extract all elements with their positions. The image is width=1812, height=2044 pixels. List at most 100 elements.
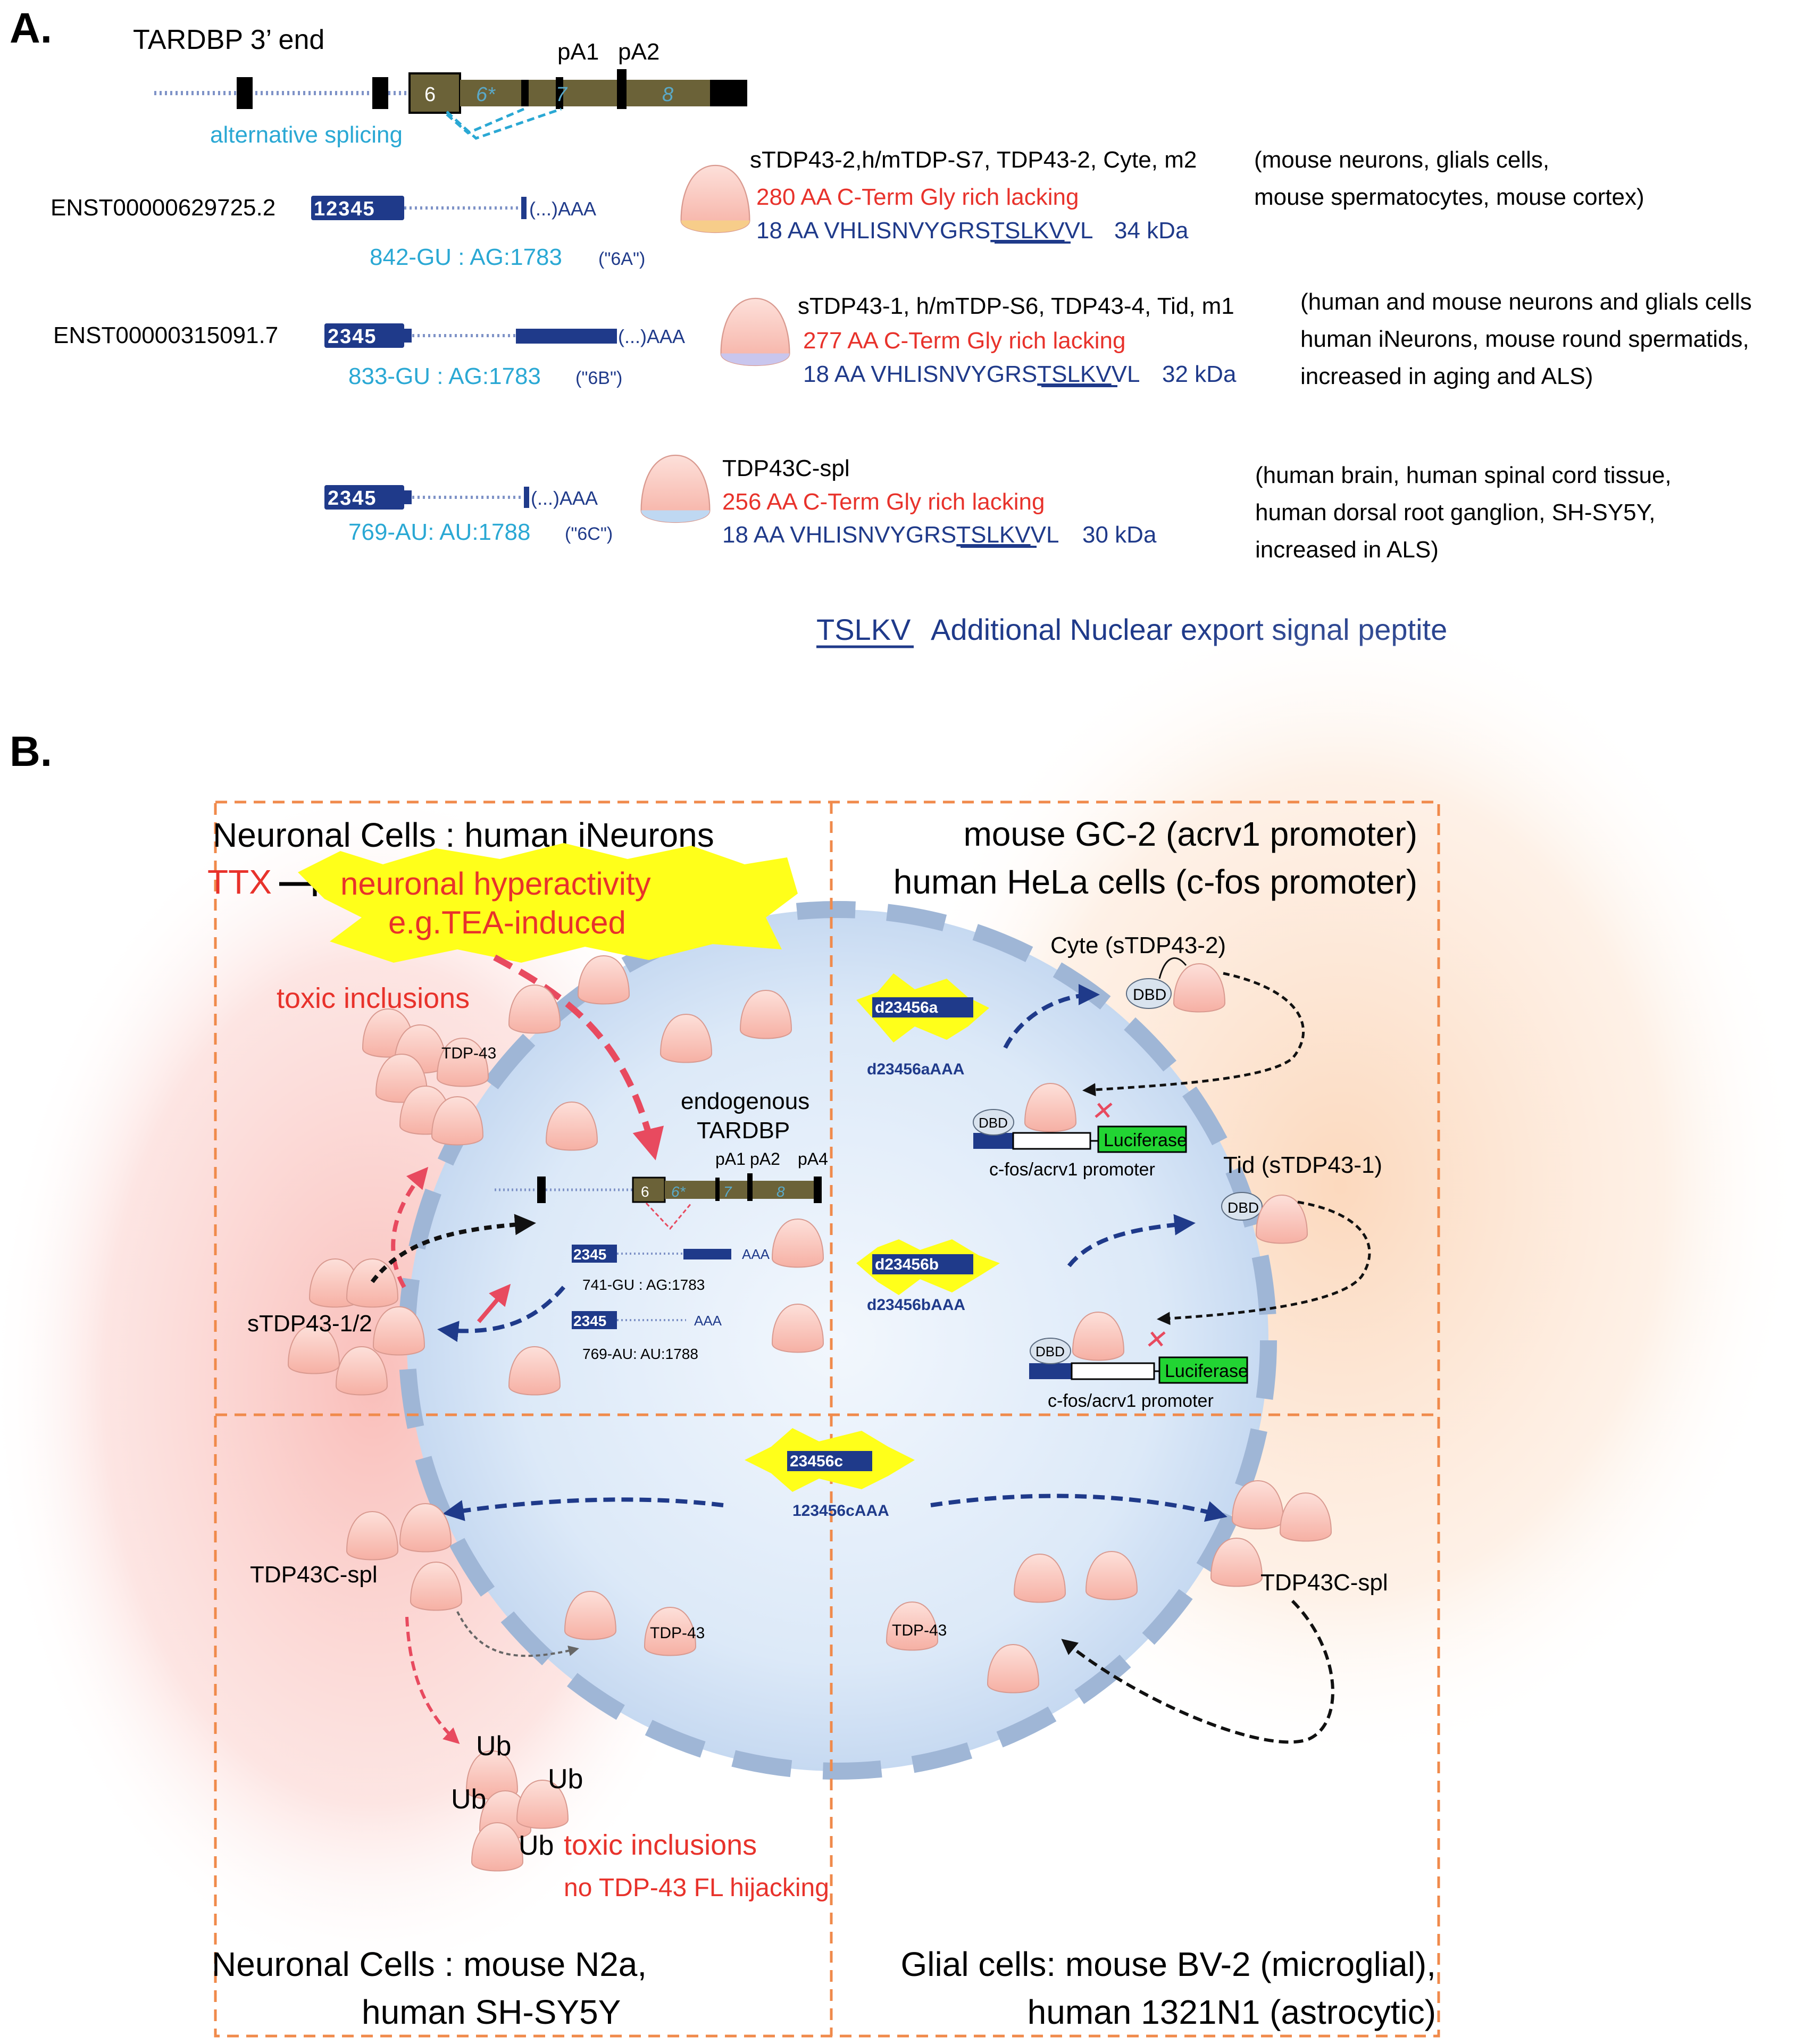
c-term-note: 280 AA C-Term Gly rich lacking (756, 184, 1079, 210)
transport-arrow-right (930, 1494, 1228, 1522)
exon-numbers: 2345 (328, 487, 377, 510)
expression-line: human iNeurons, mouse round spermatids, (1300, 326, 1749, 352)
exon8-label: 8 (662, 84, 673, 106)
exon-utr (516, 329, 617, 344)
transcript-3: 2345 (...)AAA 769-AU: AU:1788 ("6C") TDP… (324, 454, 1672, 563)
q3-title-1: Neuronal Cells : mouse N2a, (212, 1945, 647, 1983)
isoform-names: TDP43C-spl (722, 455, 850, 481)
dbd-domain (1030, 1338, 1071, 1364)
exon6star-label: 6* (671, 1183, 686, 1200)
isoform-names: sTDP43-2,h/mTDP-S7, TDP43-2, Cyte, m2 (750, 147, 1197, 173)
expression-line: (human brain, human spinal cord tissue, (1255, 462, 1672, 488)
peptide-seq: 18 AA VHLISNVYGRSTSLKVVL (756, 218, 1093, 244)
molecular-weight: 34 kDa (1114, 218, 1189, 244)
quadrant-glia: TDP43C-spl TDP-43 Glial cells: mouse BV-… (886, 1480, 1436, 2031)
promoter-label: c-fos/acrv1 promoter (1048, 1391, 1214, 1411)
polya-tail: (...)AAA (531, 487, 598, 509)
tdp43-label: TDP-43 (441, 1045, 496, 1062)
translation-arrow (1003, 984, 1100, 1049)
exon6-label: 6 (641, 1183, 649, 1200)
expression-line: mouse spermatocytes, mouse cortex) (1254, 184, 1644, 210)
polya-tail: (...)AAA (618, 326, 685, 347)
q1-title: Neuronal Cells : human iNeurons (213, 816, 714, 854)
splice-tag: ("6B") (575, 368, 622, 388)
transport-arrow-left (442, 1497, 724, 1521)
expression-line: (human and mouse neurons and glials cell… (1300, 289, 1752, 315)
exon-box (324, 323, 404, 348)
dbd-label: DBD (1133, 986, 1166, 1004)
exon-box (311, 196, 404, 220)
splice-site: 769-AU: AU:1788 (582, 1346, 698, 1362)
exon-numbers: 12345 (314, 198, 375, 220)
q2-title-2: human HeLa cells (c-fos promoter) (894, 863, 1417, 901)
toxic-inclusions-label: toxic inclusions (564, 1829, 757, 1861)
splice-site: 769-AU: AU:1788 (348, 519, 530, 545)
dbd-domain (973, 1109, 1014, 1136)
aggregation-arrow (391, 1166, 429, 1288)
transcript-2: ENST00000315091.7 2345 (...)AAA 833-GU :… (53, 289, 1752, 389)
exon6star-label: 6* (476, 84, 496, 106)
quadrant-reporter: mouse GC-2 (acrv1 promoter) human HeLa c… (856, 815, 1417, 1411)
exon-utr (683, 1249, 731, 1259)
exon-block (537, 1177, 546, 1203)
gene-title: TARDBP 3’ end (133, 24, 324, 55)
q2-title-1: mouse GC-2 (acrv1 promoter) (963, 815, 1417, 853)
peptide-seq: 18 AA VHLISNVYGRSTSLKVVL (803, 361, 1140, 387)
dbd-site (1029, 1363, 1072, 1379)
isoform-names: sTDP43-1, h/mTDP-S6, TDP43-4, Tid, m1 (798, 293, 1234, 319)
luciferase-label: Luciferase (1104, 1130, 1187, 1150)
promoter-label: c-fos/acrv1 promoter (989, 1159, 1155, 1180)
cyte-label: Cyte (sTDP43-2) (1050, 932, 1226, 958)
no-fl-hijacking-label: no TDP-43 FL hijacking (564, 1874, 829, 1902)
construct-box (872, 997, 973, 1017)
stress-arrow (477, 1283, 511, 1323)
exon-numbers: 2345 (328, 326, 377, 348)
exon-block (372, 77, 388, 109)
ttx-label: TTX (207, 863, 272, 901)
construct-box (872, 1254, 973, 1274)
panel-b-label: B. (10, 728, 52, 775)
exon-end (404, 490, 412, 504)
binding-arrow (1157, 1200, 1371, 1325)
tid-label: Tid (sTDP43-1) (1223, 1152, 1382, 1178)
pa2-label: pA2 (750, 1149, 780, 1169)
panel-a-label: A. (10, 4, 52, 52)
transcript-id: ENST00000315091.7 (53, 322, 278, 348)
tardbp-label: TARDBP (697, 1117, 790, 1144)
construct-c-group: 23456c 123456cAAA (442, 1428, 1228, 1522)
polya: AAA (742, 1246, 770, 1262)
ub-label: Ub (519, 1830, 554, 1861)
mrna-c: 123456cAAA (792, 1502, 889, 1520)
dbd-site (973, 1133, 1013, 1149)
exon-numbers: 2345 (573, 1246, 606, 1263)
nuclear-entry-arrow (456, 1611, 579, 1657)
binding-arrow (1082, 972, 1305, 1097)
expression-line: increased in ALS) (1255, 537, 1439, 563)
pa1-marker (556, 77, 563, 109)
exon-box (572, 1311, 617, 1329)
repression-mark (1095, 1103, 1113, 1118)
expression-line: human dorsal root ganglion, SH-SY5Y, (1255, 499, 1656, 525)
toxic-inclusions-label: toxic inclusions (277, 982, 470, 1014)
pa4-label: pA4 (798, 1149, 828, 1169)
hyperactivity-burst (298, 843, 798, 963)
panel-b: B. Neuronal Cells : human iNeurons TTX n… (0, 601, 1803, 2038)
endogenous-label: endogenous (681, 1088, 809, 1114)
ub-label: Ub (548, 1764, 583, 1795)
exon-box (324, 485, 404, 510)
import-arrow (370, 1214, 536, 1283)
protein-icon (640, 454, 711, 523)
transcript-id: ENST00000629725.2 (51, 195, 275, 221)
exon-3prime (460, 80, 747, 106)
dbd-label: DBD (1036, 1344, 1065, 1359)
linker (1158, 957, 1187, 979)
expression-line: (mouse neurons, glials cells, (1254, 147, 1549, 173)
exon-box (572, 1245, 617, 1263)
nuclear-import-arrow (1061, 1599, 1334, 1744)
mrna-b: d23456bAAA (867, 1296, 965, 1314)
panel-a: A. TARDBP 3’ end 6 6* 7 8 pA1 pA2 altern… (10, 4, 1752, 648)
aggregation-arrow (405, 1616, 460, 1745)
polya-tail: (...)AAA (529, 198, 596, 220)
pa1-marker (715, 1178, 720, 1201)
